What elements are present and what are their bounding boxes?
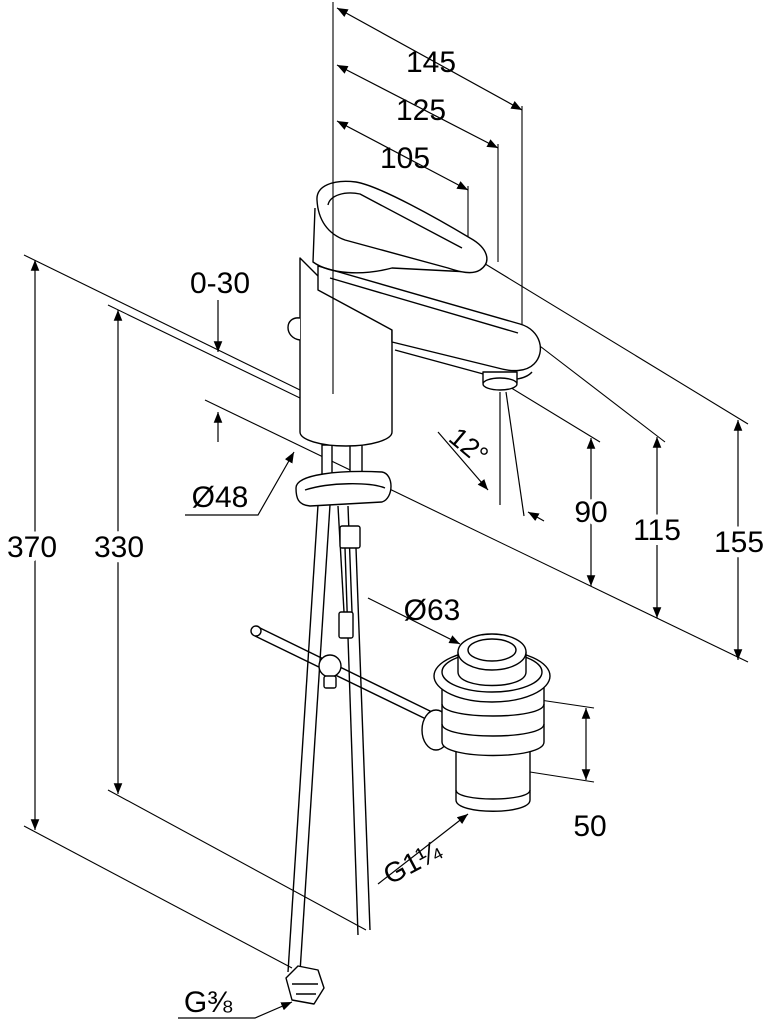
leader-63 xyxy=(367,597,461,645)
supply-nut-g38 xyxy=(285,965,325,1005)
ext-line-155-top xyxy=(481,261,749,425)
drain-tailpiece-ring xyxy=(455,789,531,800)
threaded-rod-b xyxy=(347,505,353,613)
ext-line-330-top xyxy=(107,304,301,399)
dimension-labels: 145 125 105 0-30 12° Ø48 90 115 155 370 … xyxy=(2,46,769,1019)
ext-line-50-top xyxy=(539,699,595,709)
popup-rod-end xyxy=(250,625,262,637)
popup-knob xyxy=(287,317,301,341)
rod-clamp-screw xyxy=(323,675,337,689)
angle-ref-tilted xyxy=(505,391,525,517)
aerator xyxy=(482,377,518,391)
base-flange-edge xyxy=(304,483,386,491)
label-diameter-63: Ø63 xyxy=(404,594,461,627)
countertop-line xyxy=(204,399,749,663)
ext-line-330-bottom xyxy=(107,789,367,931)
base-flange xyxy=(295,470,392,507)
label-diameter-48: Ø48 xyxy=(192,481,249,514)
leader-supply-thread xyxy=(178,1001,293,1019)
spout xyxy=(317,265,542,372)
label-thread-supply: G⅜ xyxy=(184,986,233,1019)
rod-clamp xyxy=(318,654,342,678)
hose-right-edge-b xyxy=(355,547,371,931)
popup-drain xyxy=(421,633,551,812)
label-90: 90 xyxy=(574,496,607,529)
popup-rod xyxy=(250,625,433,721)
ext-line-115-top xyxy=(531,339,666,443)
ext-line-90-top xyxy=(507,385,601,443)
label-0-30: 0-30 xyxy=(190,267,250,300)
ext-line-370-top xyxy=(23,254,301,391)
ext-line-50-bottom xyxy=(529,771,595,783)
label-105: 105 xyxy=(380,142,430,175)
lever-base xyxy=(312,207,471,274)
label-50: 50 xyxy=(573,810,606,843)
dimension-lines xyxy=(30,7,743,1019)
threaded-rod-a xyxy=(337,505,345,613)
dim-line-125 xyxy=(336,64,499,149)
drain-body xyxy=(441,687,545,757)
extension-lines xyxy=(23,106,749,969)
popup-rod-edge-b xyxy=(254,635,429,721)
supply-nut-facets xyxy=(292,983,318,995)
leader-drain-thread xyxy=(377,813,469,885)
angle-arrow-left xyxy=(437,431,489,491)
label-145: 145 xyxy=(406,46,456,79)
label-330: 330 xyxy=(94,531,144,564)
hose-left-edge-a xyxy=(287,504,319,973)
lever-handle-rim xyxy=(327,192,463,249)
popup-rod-edge-a xyxy=(257,626,433,713)
supply-hoses xyxy=(285,504,371,1005)
hose-left-edge-b xyxy=(299,504,331,973)
ext-line-370-bottom xyxy=(23,825,293,969)
hose-connector xyxy=(339,525,361,549)
drain-cap-inner xyxy=(467,638,517,662)
label-155: 155 xyxy=(714,526,764,559)
dim-line-105 xyxy=(336,120,469,191)
spout-top-edge xyxy=(329,277,519,334)
faucet-body xyxy=(299,257,393,447)
angle-arrow-right xyxy=(527,511,545,522)
label-125: 125 xyxy=(396,94,446,127)
drain-body-ring-2 xyxy=(441,723,545,737)
label-370: 370 xyxy=(7,531,57,564)
leader-48 xyxy=(185,451,295,516)
drain-tailpiece xyxy=(455,747,531,812)
label-115: 115 xyxy=(633,514,681,547)
rod-fitting xyxy=(338,611,354,639)
faucet xyxy=(287,180,542,507)
drain-body-ring-1 xyxy=(441,703,545,717)
